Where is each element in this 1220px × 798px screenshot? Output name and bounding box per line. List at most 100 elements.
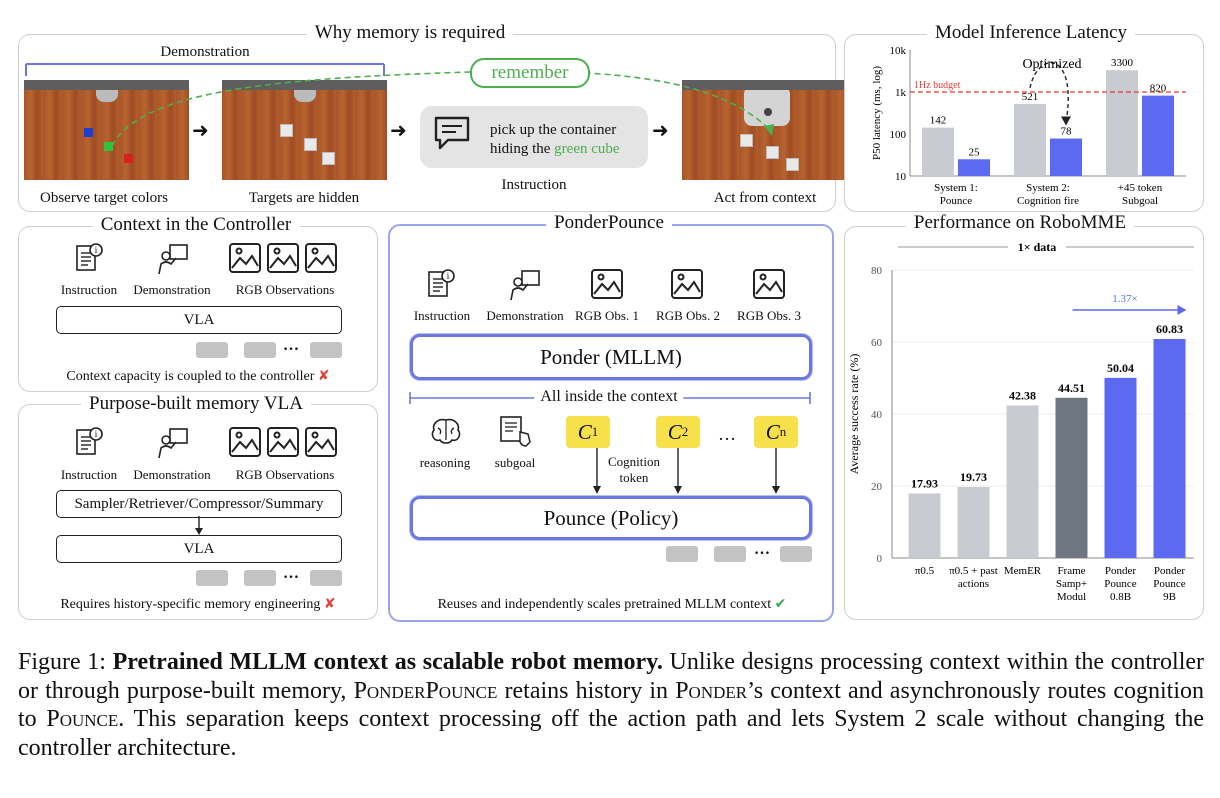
red-x-icon: ✘ — [323, 596, 336, 612]
latency-category-label: System 2: — [1026, 182, 1070, 194]
action-token — [780, 546, 812, 562]
gain-label: 1.37× — [1112, 293, 1137, 305]
image-icons — [229, 427, 337, 457]
y-axis-label: Average success rate (%) — [848, 354, 861, 475]
image-icon — [671, 269, 703, 299]
subgoal-label: subgoal — [494, 455, 536, 470]
latency-value-label: 25 — [969, 146, 981, 158]
y-tick-label: 100 — [890, 129, 907, 141]
performance-value-label: 60.83 — [1156, 322, 1183, 336]
red-x-icon: ✘ — [317, 368, 330, 384]
performance-value-label: 50.04 — [1107, 361, 1134, 375]
performance-value-label: 17.93 — [911, 476, 938, 490]
performance-value-label: 19.73 — [960, 470, 987, 484]
y-tick-label: 10k — [890, 45, 907, 57]
gain-arrowhead — [1177, 305, 1187, 315]
scene-act — [682, 80, 847, 180]
pp-input-instruction: Instruction — [413, 308, 471, 323]
svg-text:i: i — [95, 429, 98, 439]
ellipsis: … — [754, 541, 771, 558]
performance-category-label: 9B — [1163, 591, 1176, 603]
svg-text:i: i — [447, 271, 450, 281]
why-memory-title: Why memory is required — [306, 22, 514, 44]
context-controller-note-text: Context capacity is coupled to the contr… — [66, 369, 315, 384]
chat-icon — [434, 116, 470, 150]
caption-ponderpounce: PonderPounce — [353, 677, 498, 704]
performance-category-label: π0.5 — [915, 565, 935, 577]
reasoning-label: reasoning — [419, 455, 471, 470]
instruction-text-plain: hiding the — [490, 141, 555, 157]
latency-bar — [958, 159, 990, 176]
cognition-token-label-2: token — [619, 470, 649, 485]
pp-input-demonstration: Demonstration — [486, 308, 564, 323]
memory-module-box: Sampler/Retriever/Compressor/Summary — [56, 490, 342, 518]
image-icons — [229, 243, 337, 273]
cognition-token-label-1: Cognition — [607, 454, 661, 469]
performance-bar — [957, 486, 990, 558]
image-icon — [753, 269, 785, 299]
y-tick-label: 60 — [871, 337, 883, 349]
caption-ponder: Ponder — [675, 677, 748, 704]
check-icon: ✔ — [774, 596, 787, 612]
caption-text-2: retains history in — [497, 677, 676, 704]
latency-value-label: 78 — [1061, 126, 1073, 138]
performance-bar — [1055, 397, 1088, 558]
y-tick-label: 10 — [895, 171, 907, 183]
caption-prefix: Figure 1: — [18, 649, 113, 675]
purpose-built-note-text: Requires history-specific memory enginee… — [60, 597, 321, 612]
instruction-text-line2: hiding the green cube — [490, 141, 620, 158]
performance-category-label: Ponder — [1154, 565, 1186, 577]
optimized-arrowhead — [1061, 116, 1071, 126]
latency-bar — [1142, 95, 1174, 176]
ponderpounce-title: PonderPounce — [546, 212, 672, 234]
performance-category-label: 0.8B — [1110, 591, 1131, 603]
performance-value-label: 42.38 — [1009, 388, 1036, 402]
performance-subtitle: 1× data — [1018, 240, 1057, 254]
action-token — [310, 570, 342, 586]
subgoal-icon — [500, 416, 531, 447]
pounce-box: Pounce (Policy) — [410, 496, 812, 540]
arrow-right-icon: ➜ — [390, 118, 407, 142]
performance-category-label: actions — [958, 578, 989, 590]
input-rgb-label: RGB Observations — [235, 282, 335, 297]
caption-observe: Observe target colors — [39, 190, 169, 206]
action-token — [196, 570, 228, 586]
ellipsis: … — [283, 565, 300, 582]
image-icon — [591, 269, 623, 299]
pp-input-rgb-2: RGB Obs. 2 — [656, 308, 720, 323]
ellipsis: … — [718, 424, 737, 444]
latency-bar — [1014, 103, 1046, 176]
y-axis-label: P50 latency (ms, log) — [871, 66, 883, 160]
context-controller-note: Context capacity is coupled to the contr… — [66, 368, 329, 385]
performance-category-label: Ponder — [1105, 565, 1137, 577]
latency-title: Model Inference Latency — [926, 22, 1136, 44]
performance-category-label: Frame — [1057, 565, 1085, 577]
latency-value-label: 142 — [930, 115, 947, 127]
caption-text-4: . This separation keeps context processi… — [18, 706, 1205, 761]
optimized-arrow — [1029, 62, 1069, 123]
vla-box: VLA — [56, 306, 342, 334]
vla-box: VLA — [56, 535, 342, 563]
input-demonstration-label: Demonstration — [133, 467, 211, 482]
y-tick-label: 20 — [871, 481, 883, 493]
latency-category-label: +45 token — [1118, 182, 1163, 194]
remember-label: remember — [470, 58, 590, 88]
ellipsis: … — [283, 337, 300, 354]
down-arrow — [195, 516, 203, 535]
performance-bar — [1104, 377, 1137, 558]
instruction-text-line1: pick up the container — [490, 122, 617, 138]
action-token — [244, 570, 276, 586]
ponderpounce-note: Reuses and independently scales pretrain… — [438, 596, 787, 613]
input-instruction-label: Instruction — [60, 282, 118, 297]
y-tick-label: 40 — [871, 409, 883, 421]
document-icon: i — [428, 269, 455, 297]
action-token — [714, 546, 746, 562]
latency-category-label: Subgoal — [1122, 195, 1158, 207]
performance-category-label: Samp+ — [1056, 578, 1087, 590]
latency-category-label: System 1: — [934, 182, 978, 194]
caption-bold: Pretrained MLLM context as scalable robo… — [112, 649, 663, 675]
